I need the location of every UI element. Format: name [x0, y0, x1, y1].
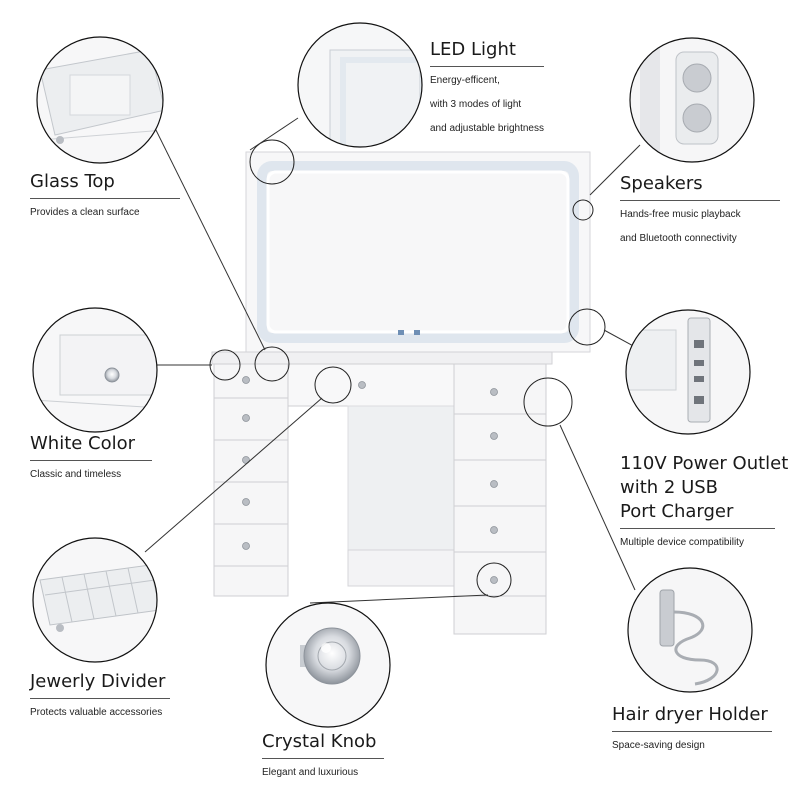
feature-desc: Protects valuable accessories [30, 707, 163, 718]
white-color-zoom [32, 307, 158, 433]
feature-desc: Hands-free music playback [620, 209, 741, 220]
feature-title: Glass Top [30, 171, 115, 192]
led-light-zoom [297, 22, 423, 148]
feature-desc: with 3 modes of light [430, 99, 522, 110]
hair-dryer-holder-zoom [627, 567, 753, 693]
vanity-desk [211, 351, 553, 635]
divider [620, 200, 780, 201]
feature-title: Speakers [620, 173, 703, 194]
feature-title: Port Charger [620, 501, 734, 522]
feature-white-color: White Color Classic and timeless [30, 432, 152, 481]
feature-desc: and adjustable brightness [430, 123, 544, 134]
feature-title: White Color [30, 433, 136, 454]
speakers-zoom [629, 37, 755, 163]
callout-lines [144, 117, 651, 604]
feature-jewelry-divider: Jewerly Divider Protects valuable access… [30, 670, 170, 719]
feature-desc: and Bluetooth connectivity [620, 233, 737, 244]
touch-button-icon [414, 330, 420, 335]
feature-power-outlet: 110V Power Outlet with 2 USB Port Charge… [620, 452, 789, 549]
feature-desc: Elegant and luxurious [262, 767, 359, 778]
glass-top-zoom [36, 36, 164, 164]
vanity-mirror [245, 151, 591, 353]
feature-title: with 2 USB [620, 477, 719, 498]
feature-desc: Space-saving design [612, 740, 705, 751]
feature-title: 110V Power Outlet [620, 453, 789, 474]
divider [30, 698, 170, 699]
feature-led-light: LED Light Energy-efficent, with 3 modes … [430, 38, 544, 135]
feature-desc: Provides a clean surface [30, 207, 140, 218]
power-outlet-zoom [625, 309, 751, 435]
feature-desc: Energy-efficent, [430, 75, 500, 86]
divider [30, 198, 180, 199]
divider [620, 528, 775, 529]
feature-desc: Multiple device compatibility [620, 537, 744, 548]
feature-hair-dryer-holder: Hair dryer Holder Space-saving design [612, 703, 772, 752]
divider [430, 66, 544, 67]
feature-title: Hair dryer Holder [612, 704, 768, 725]
feature-title: LED Light [430, 39, 516, 60]
feature-title: Crystal Knob [262, 731, 377, 752]
highlight-markers [209, 139, 606, 598]
divider [30, 460, 152, 461]
feature-glass-top: Glass Top Provides a clean surface [30, 170, 180, 219]
crystal-knob-zoom [265, 602, 391, 728]
feature-crystal-knob: Crystal Knob Elegant and luxurious [262, 730, 384, 779]
feature-desc: Classic and timeless [30, 469, 122, 480]
divider [262, 758, 384, 759]
feature-speakers: Speakers Hands-free music playback and B… [620, 172, 780, 245]
touch-button-icon [398, 330, 404, 335]
feature-title: Jewerly Divider [30, 671, 166, 692]
divider [612, 731, 772, 732]
jewelry-divider-zoom [32, 537, 158, 663]
